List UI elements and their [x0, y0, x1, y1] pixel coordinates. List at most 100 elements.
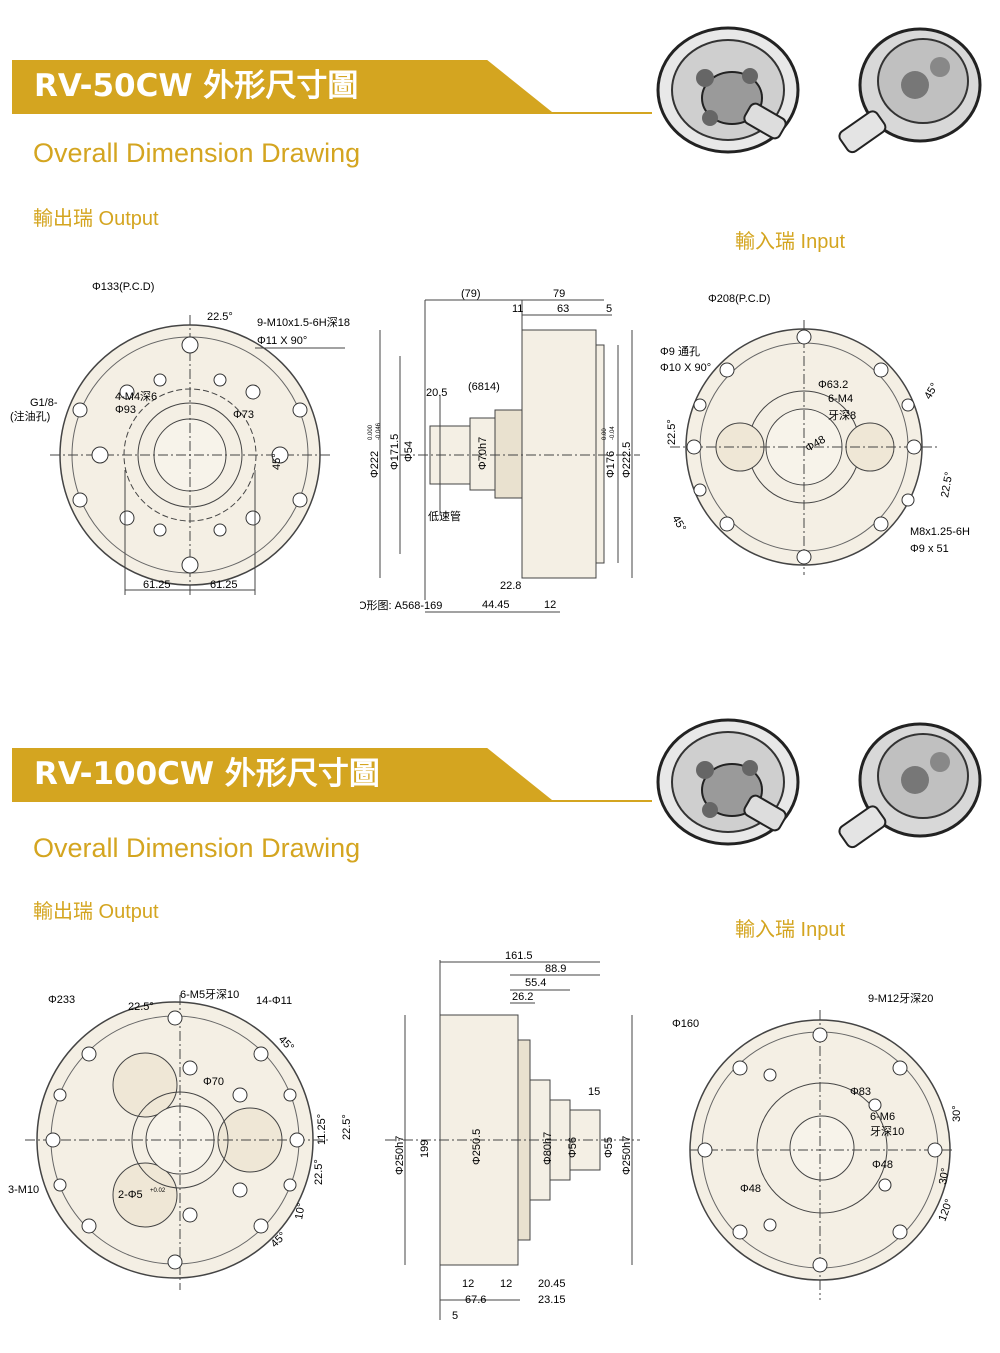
dim-d222-tol-lo: -0.046 [376, 422, 382, 440]
banner-underline [12, 800, 652, 802]
dim-phi5: 2-Φ5 [118, 1189, 143, 1201]
dim-d93: Φ93 [115, 404, 136, 416]
dim-oil-port-note: (注油孔) [10, 409, 50, 423]
banner-underline [12, 112, 652, 114]
dim-45a: 45° [922, 381, 941, 401]
dim-d70: Φ70 [203, 1076, 224, 1088]
output-view-drawing: Φ233 22.5° 6-M5牙深10 14-Φ11 45° Φ70 22.5°… [8, 988, 353, 1290]
dim-63: 63 [557, 303, 569, 315]
label-oring: O形图: A568-169 [360, 599, 442, 612]
dim-d55: Φ55 [603, 1137, 615, 1158]
input-label: 輸入瑞 Input [735, 919, 846, 941]
dim-d222: Φ222 [369, 451, 381, 478]
dim-30a: 30° [951, 1105, 963, 1122]
dim-4445: 44.45 [482, 599, 510, 611]
dim-m8b: Φ9 x 51 [910, 543, 949, 555]
product-photo-back [838, 722, 982, 849]
dim-6m4: 6-M4 [828, 393, 853, 405]
dim-d80: Φ80h7 [542, 1132, 554, 1165]
dim-2045: 20.45 [538, 1278, 566, 1290]
dim-depth10: 牙深10 [870, 1125, 904, 1138]
output-label: 輸出瑞 Output [33, 901, 159, 923]
dim-m12: 9-M12牙深20 [868, 992, 933, 1005]
section-title-banner: RV-100CW 外形尺寸圖 [12, 748, 552, 800]
dim-d632: Φ63.2 [818, 379, 848, 391]
dim-12a: 12 [462, 1278, 474, 1290]
dim-angle: 22.5° [207, 311, 233, 323]
dim-228: 22.8 [500, 580, 521, 592]
dim-d70: Φ70h7 [477, 437, 489, 470]
dim-889: 88.9 [545, 963, 566, 975]
input-view-drawing: 9-M12牙深20 Φ160 Φ83 6-M6 牙深10 30° Φ48 30°… [672, 992, 963, 1300]
product-photo-front [656, 718, 800, 846]
dim-m10: 3-M10 [8, 1184, 39, 1196]
dim-d176-tol-lo: -0.04 [610, 426, 616, 440]
dim-30b: 30° [937, 1167, 952, 1185]
dim-d56: Φ56 [567, 1137, 579, 1158]
subtitle: Overall Dimension Drawing [33, 833, 361, 863]
dim-pcd: Φ133(P.C.D) [92, 281, 154, 293]
dim-d48a: Φ48 [872, 1159, 893, 1171]
dim-79-left: (79) [461, 288, 481, 300]
subtitle: Overall Dimension Drawing [33, 138, 361, 168]
dim-5: 5 [606, 303, 612, 315]
dim-676: 67.6 [465, 1294, 486, 1306]
dim-counterbore: Φ11 X 90° [257, 335, 307, 347]
dim-right-6125: 61.25 [210, 579, 238, 591]
dim-d48b: Φ48 [740, 1183, 761, 1195]
product-photo-back [838, 27, 982, 154]
dim-through: Φ9 通孔 [660, 345, 700, 358]
label-pipe: 低速管 [428, 509, 461, 523]
dim-225c: 22.5° [313, 1159, 325, 1185]
dim-14-11: 14-Φ11 [256, 995, 292, 1007]
dim-m5: 6-M5牙深10 [180, 988, 239, 1001]
dim-12b: 12 [500, 1278, 512, 1290]
dim-45: 45° [271, 453, 283, 470]
dim-d83: Φ83 [850, 1086, 871, 1098]
dim-d73: Φ73 [233, 409, 254, 421]
dim-205: 20.5 [426, 387, 447, 399]
dim-199: 199 [419, 1140, 431, 1158]
dim-6m6: 6-M6 [870, 1111, 895, 1123]
dim-225b: 22.5° [939, 471, 955, 499]
dim-depth8: 牙深8 [828, 409, 856, 422]
dim-d1715: Φ171.5 [389, 434, 401, 470]
dim-554: 55.4 [525, 977, 546, 989]
dim-tap: 4-M4深6 [115, 390, 157, 403]
dim-d160: Φ160 [672, 1018, 699, 1030]
output-label: 輸出瑞 Output [33, 208, 159, 230]
side-view-drawing: 161.5 88.9 55.4 26.2 15 Φ250h7 199 Φ250.… [385, 950, 640, 1322]
dim-11: 11 [512, 303, 523, 315]
dim-5: 5 [452, 1310, 458, 1322]
dim-d222-tol-hi: 0.000 [368, 424, 374, 440]
dim-2315: 23.15 [538, 1294, 566, 1306]
dim-225: 22.5° [128, 1001, 154, 1013]
input-view-drawing: Φ208(P.C.D) Φ9 通孔 Φ10 X 90° Φ63.2 6-M4 牙… [660, 293, 970, 575]
input-label: 輸入瑞 Input [735, 231, 846, 253]
dim-1125: 11.25° [316, 1114, 328, 1145]
dim-holes: 9-M10x1.5-6H深18 [257, 316, 350, 329]
section-title-banner: RV-50CW 外形尺寸圖 [12, 60, 552, 112]
dim-10: 10° [293, 1202, 308, 1220]
dim-15: 15 [588, 1086, 600, 1098]
dim-left-6125: 61.25 [143, 579, 171, 591]
dim-79-right: 79 [553, 288, 565, 300]
dim-d176-tol-hi: 0.00 [602, 428, 608, 440]
output-view-drawing: Φ133(P.C.D) 22.5° 9-M10x1.5-6H深18 Φ11 X … [10, 281, 350, 595]
dim-225b: 22.5° [341, 1114, 353, 1140]
product-photo-front [656, 26, 800, 154]
section-rv50cw: RV-50CW 外形尺寸圖 Overall Dimension Drawing … [10, 26, 982, 613]
dim-1615: 161.5 [505, 950, 533, 962]
dim-45b: 45° [669, 514, 688, 534]
dim-m8: M8x1.25-6H [910, 526, 970, 538]
dim-262: 26.2 [512, 991, 533, 1003]
side-view-drawing: (79) 79 11 63 5 20.5 (6814) Φ222 0.000 -… [360, 288, 640, 613]
dim-d250-left: Φ250h7 [394, 1136, 406, 1175]
dim-d233: Φ233 [48, 994, 75, 1006]
dim-d250-right: Φ250h7 [621, 1136, 633, 1175]
dim-pcd-208: Φ208(P.C.D) [708, 293, 770, 305]
dim-d176: Φ176 [605, 451, 617, 478]
dim-12: 12 [544, 599, 556, 611]
dim-225a: 22.5° [666, 419, 678, 445]
dim-counter: Φ10 X 90° [660, 362, 711, 374]
